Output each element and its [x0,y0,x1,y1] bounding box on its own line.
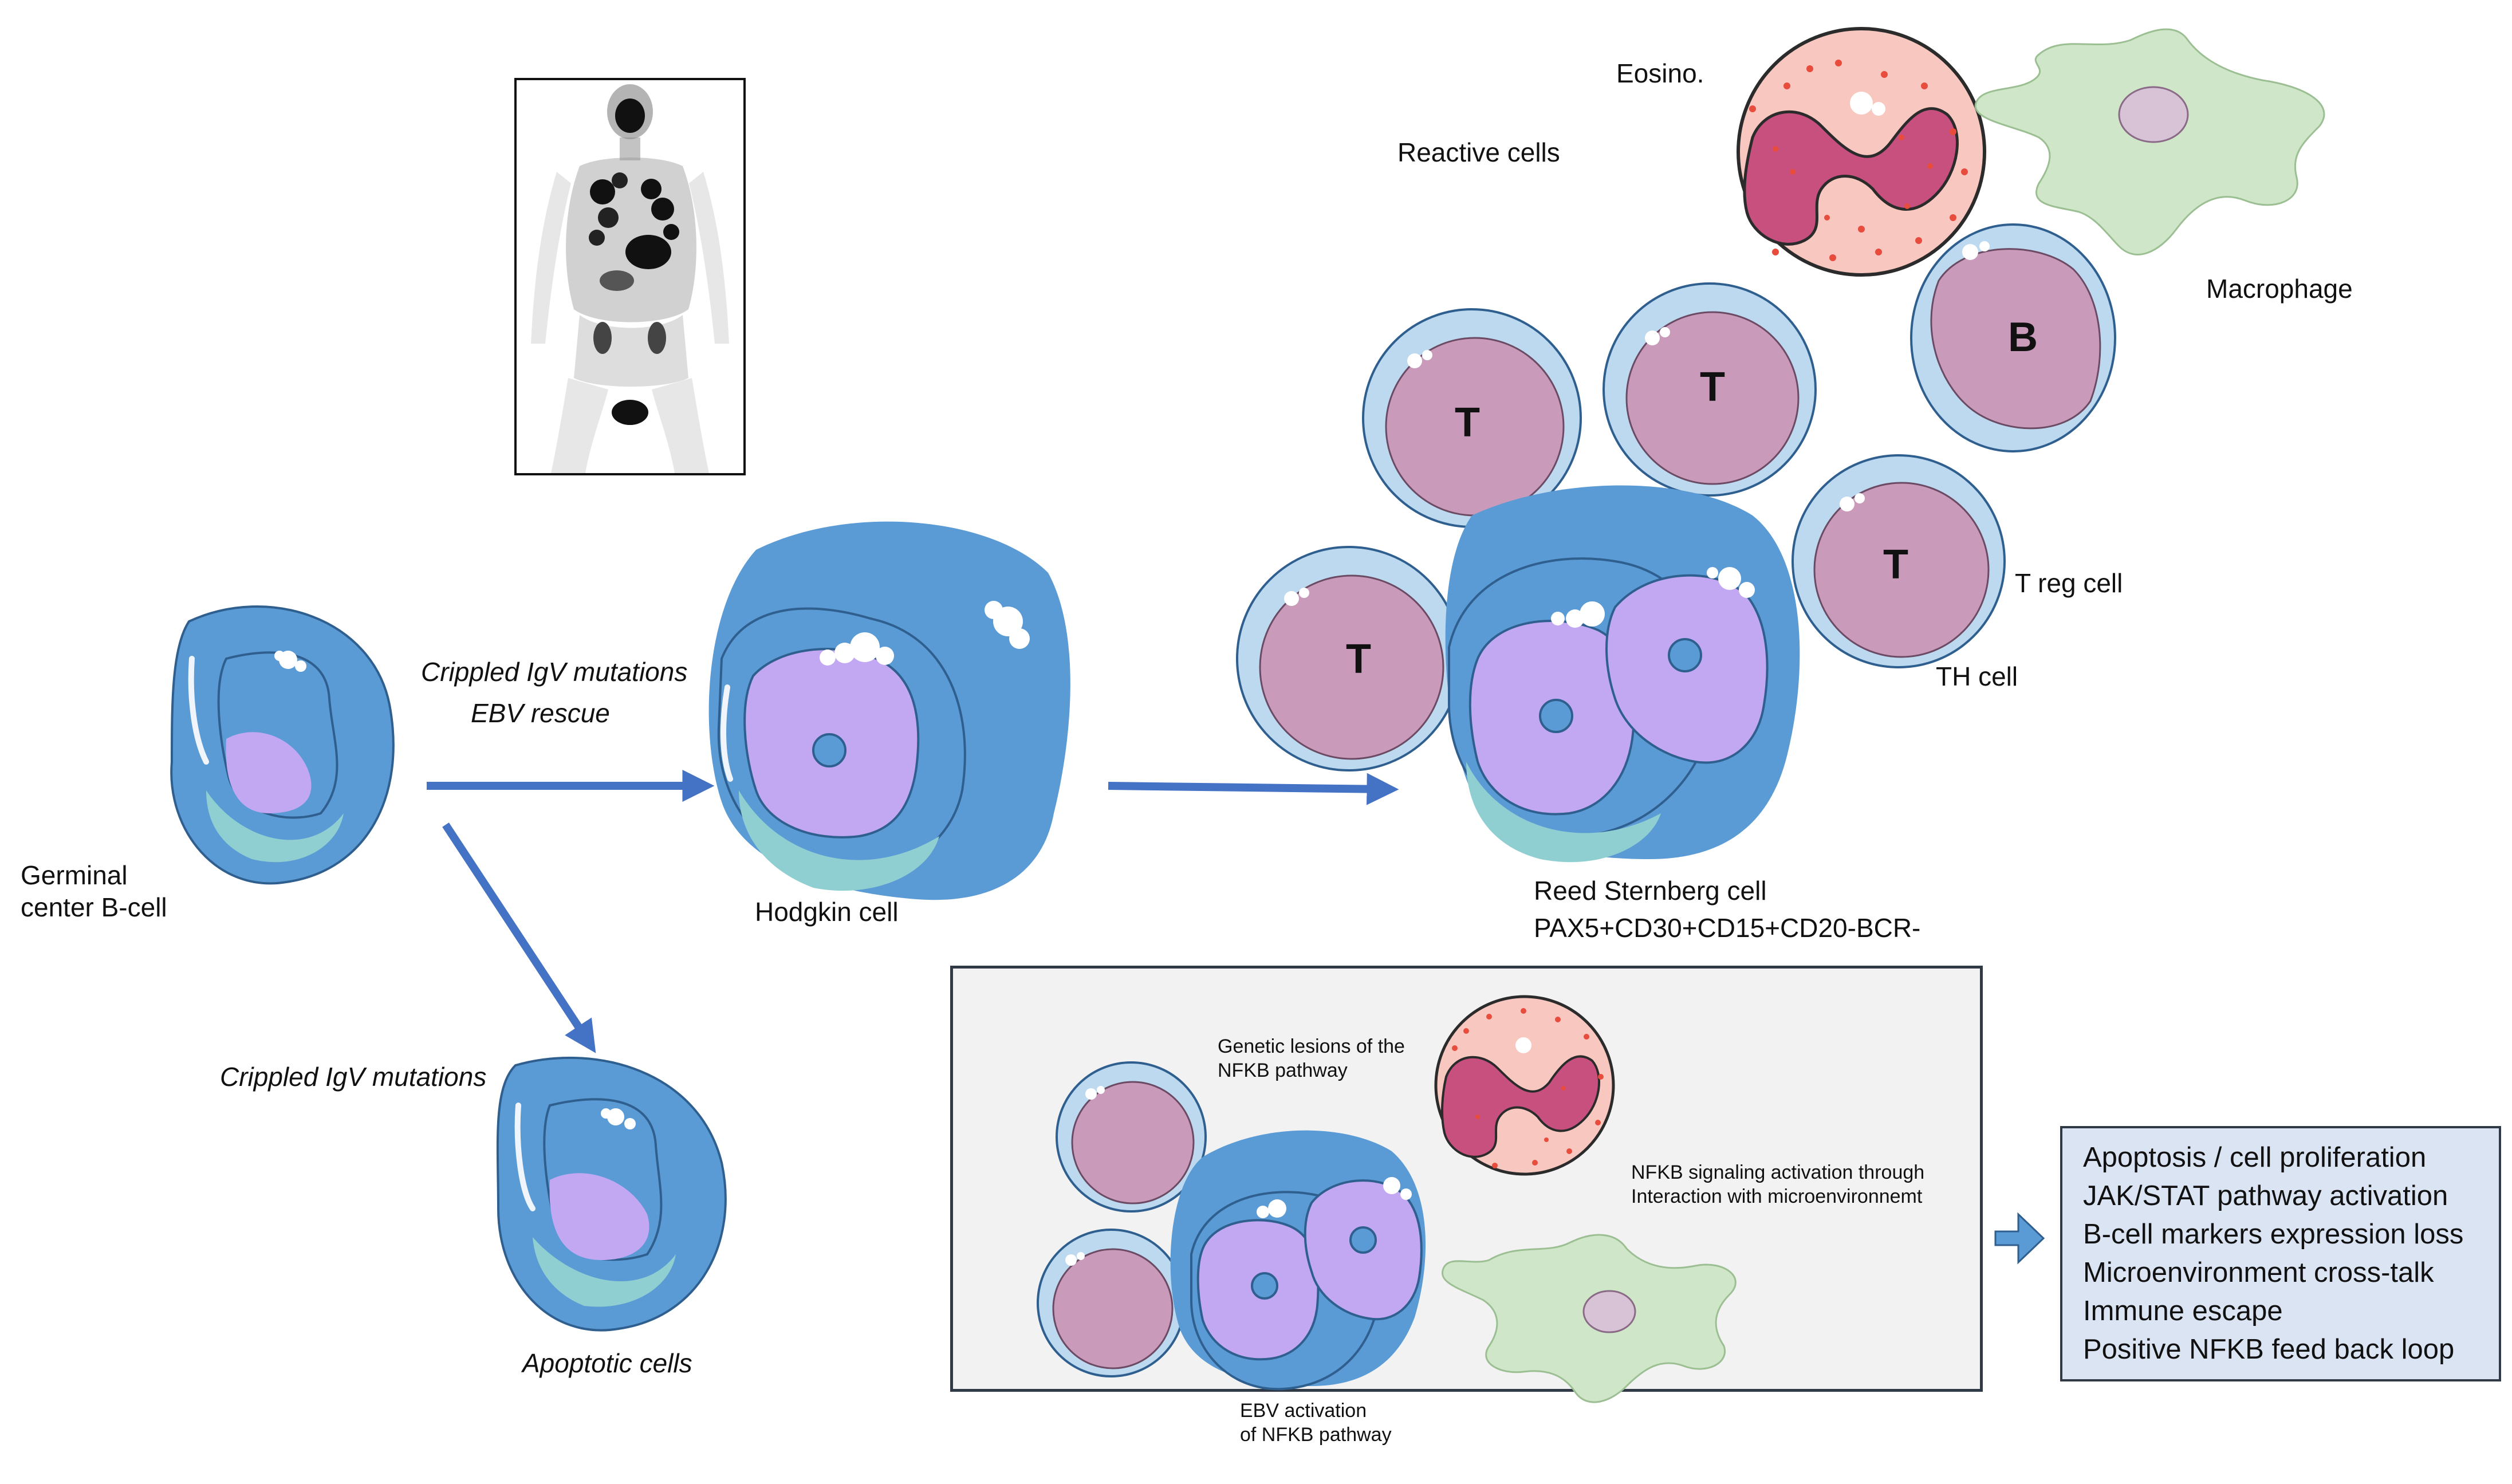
label-hodgkin-cell: Hodgkin cell [755,897,899,927]
label-ebv-rescue: EBV rescue [471,698,610,728]
label-th-cell: TH cell [1936,662,2018,691]
b-label: B [2008,314,2038,360]
t-cell-left [1236,546,1462,771]
label-germinal-center-b-cell: Germinal center B-cell [21,860,167,922]
t-cell-top-center [1603,282,1817,497]
label-reed-sternberg-markers: PAX5+CD30+CD15+CD20-BCR- [1534,913,1921,943]
summary-item: Microenvironment cross-talk [2083,1257,2434,1288]
t-label-top-left: T [1455,400,1480,446]
t-cell-right [1792,454,2006,668]
hodgkin-cell [708,521,1070,900]
pet-scan-figure [531,84,729,473]
label-macrophage: Macrophage [2206,274,2353,304]
label-eosinophil: Eosino. [1616,58,1704,88]
macrophage-cell [1974,28,2325,255]
label-genetic-lesions: Genetic lesions of the NFKB pathway [1218,1036,1405,1081]
label-reactive-cells: Reactive cells [1397,137,1560,167]
label-ebv-activation: EBV activation of NFKB pathway [1240,1400,1392,1446]
t-cell-top-left [1362,308,1582,528]
label-nfkb-signaling: NFKB signaling activation through Intera… [1631,1162,1925,1207]
summary-item: JAK/STAT pathway activation [2083,1180,2448,1211]
reed-sternberg-cell [1445,485,1800,863]
t-label-top-center: T [1700,364,1725,410]
label-crippled-igv-top: Crippled IgV mutations [421,657,688,687]
apoptotic-cell [496,1056,727,1332]
t-label-right: T [1883,542,1908,588]
label-t-reg-cell: T reg cell [2015,568,2123,598]
eosinophil-cell [1737,27,1986,277]
outcomes-summary-box: Apoptosis / cell proliferation JAK/STAT … [2060,1126,2501,1381]
pet-scan-frame [514,78,746,475]
label-apoptotic-cells: Apoptotic cells [522,1348,692,1378]
t-label-left: T [1346,636,1371,682]
summary-item: Apoptosis / cell proliferation [2083,1142,2427,1173]
summary-item: Positive NFKB feed back loop [2083,1334,2455,1365]
summary-item: Immune escape [2083,1296,2283,1326]
summary-item: B-cell markers expression loss [2083,1219,2464,1250]
germinal-center-b-cell [170,605,395,885]
arrow-hodgkin-to-reed-sternberg [1108,773,1399,805]
label-reed-sternberg-cell: Reed Sternberg cell [1534,876,1767,906]
label-crippled-igv-bottom: Crippled IgV mutations [220,1062,487,1092]
b-cell [1910,223,2116,452]
arrow-germinal-to-apoptotic [442,822,596,1053]
